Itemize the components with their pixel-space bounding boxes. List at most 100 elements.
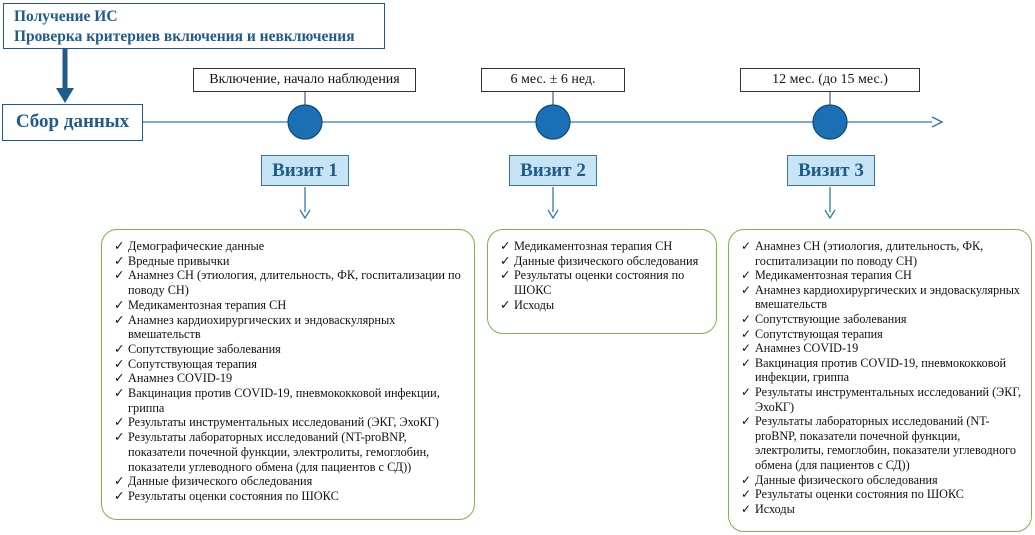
checklist-item-text: Демографические данные — [128, 239, 265, 253]
visit3-arrow — [824, 187, 836, 220]
checklist-item: ✓Демографические данные — [114, 239, 466, 254]
header-down-arrow — [56, 49, 74, 103]
visit3-list: ✓Анамнез СН (этиология, длительность, ФК… — [741, 239, 1023, 516]
checkmark-icon: ✓ — [741, 487, 752, 502]
period-label-1: Включение, начало наблюдения — [193, 68, 416, 92]
checklist-item-text: Анамнез кардиохирургических и эндоваскул… — [128, 312, 396, 342]
visit-label-1: Визит 1 — [261, 155, 349, 186]
checklist-item-text: Вакцинация против COVID-19, пневмококков… — [128, 386, 440, 415]
checklist-item-text: Результаты оценки состояния по ШОКС — [128, 488, 339, 503]
timeline-arrowhead — [931, 116, 944, 128]
checklist-item-text: Анамнез кардиохирургических и эндоваскул… — [755, 282, 1020, 312]
checklist-item-text: Медикаментозная терапия СН — [514, 239, 673, 253]
period-label-3: 12 мес. (до 15 мес.) — [740, 68, 920, 92]
checklist-item: ✓Данные физического обследования — [500, 254, 708, 269]
checklist-item-text: Сопутствующая терапия — [128, 356, 257, 371]
checklist-item: ✓Данные физического обследования — [114, 474, 466, 489]
checkmark-icon: ✓ — [114, 239, 125, 253]
checklist-item: ✓Сопутствующие заболевания — [114, 342, 466, 357]
checkmark-icon: ✓ — [741, 501, 752, 516]
checklist-item-text: Анамнез COVID-19 — [128, 371, 233, 386]
checklist-item-text: Анамнез COVID-19 — [755, 341, 859, 356]
checklist-item-text: Анамнез СН (этиология, длительность, ФК,… — [128, 268, 461, 298]
data-collection-box: Сбор данных — [2, 104, 143, 141]
checklist-item-text: Результаты оценки состояния по ШОКС — [514, 268, 685, 298]
checkmark-icon: ✓ — [114, 386, 125, 401]
checklist-item-text: Сопутствующие заболевания — [755, 311, 907, 326]
visit2-list: ✓Медикаментозная терапия СН✓Данные физич… — [500, 239, 708, 313]
checkmark-icon: ✓ — [741, 239, 752, 253]
checkmark-icon: ✓ — [114, 356, 125, 371]
checkmark-icon: ✓ — [114, 253, 125, 268]
checkmark-icon: ✓ — [114, 430, 125, 445]
checklist-item-text: Исходы — [514, 297, 555, 312]
checklist-item: ✓Результаты оценки состояния по ШОКС — [500, 268, 708, 297]
checklist-item: ✓Результаты оценки состояния по ШОКС — [114, 489, 466, 504]
checklist-item: ✓Сопутствующие заболевания — [741, 312, 1023, 327]
visit1-card: ✓Демографические данные✓Вредные привычки… — [101, 229, 475, 520]
checklist-item-text: Данные физического обследования — [755, 472, 938, 487]
visit1-list: ✓Демографические данные✓Вредные привычки… — [114, 239, 466, 504]
checklist-item-text: Сопутствующая терапия — [755, 326, 883, 341]
visit2-card: ✓Медикаментозная терапия СН✓Данные физич… — [487, 229, 717, 334]
checklist-item: ✓Анамнез кардиохирургических и эндоваску… — [114, 313, 466, 342]
checklist-item-text: Сопутствующие заболевания — [128, 341, 281, 356]
visit-label-2: Визит 2 — [509, 155, 597, 186]
checkmark-icon: ✓ — [114, 488, 125, 503]
checklist-item: ✓Данные физического обследования — [741, 473, 1023, 488]
checklist-item: ✓Анамнез СН (этиология, длительность, ФК… — [741, 239, 1023, 268]
header-box: Получение ИС Проверка критериев включени… — [3, 3, 385, 49]
checkmark-icon: ✓ — [500, 268, 511, 283]
checklist-item: ✓Исходы — [500, 298, 708, 313]
checklist-item: ✓Результаты оценки состояния по ШОКС — [741, 487, 1023, 502]
checklist-item: ✓Результаты инструментальных исследовани… — [114, 415, 466, 430]
checklist-item-text: Данные физического обследования — [128, 474, 313, 489]
checklist-item-text: Исходы — [755, 501, 795, 516]
checkmark-icon: ✓ — [741, 414, 752, 429]
checklist-item-text: Анамнез СН (этиология, длительность, ФК,… — [755, 239, 984, 268]
visit1-arrow — [299, 187, 311, 220]
visit-label-3: Визит 3 — [787, 155, 875, 186]
checklist-item: ✓Медикаментозная терапия СН — [741, 268, 1023, 283]
checkmark-icon: ✓ — [114, 371, 125, 386]
checkmark-icon: ✓ — [741, 282, 752, 297]
checkmark-icon: ✓ — [741, 472, 752, 487]
checkmark-icon: ✓ — [114, 415, 125, 430]
checklist-item: ✓Результаты лабораторных исследований (N… — [741, 414, 1023, 472]
checklist-item: ✓Сопутствующая терапия — [741, 327, 1023, 342]
checkmark-icon: ✓ — [500, 297, 511, 312]
checkmark-icon: ✓ — [114, 297, 125, 312]
checklist-item: ✓Исходы — [741, 502, 1023, 517]
checklist-item: ✓Медикаментозная терапия СН — [114, 298, 466, 313]
checkmark-icon: ✓ — [741, 384, 752, 399]
checklist-item-text: Результаты лабораторных исследований (NT… — [128, 430, 430, 474]
checklist-item-text: Результаты лабораторных исследований (NT… — [755, 414, 1016, 472]
header-line-2: Проверка критериев включения и невключен… — [14, 28, 355, 45]
visit3-card: ✓Анамнез СН (этиология, длительность, ФК… — [728, 229, 1032, 532]
checkmark-icon: ✓ — [114, 312, 125, 327]
checkmark-icon: ✓ — [741, 341, 752, 356]
checklist-item: ✓Результаты лабораторных исследований (N… — [114, 430, 466, 474]
checkmark-icon: ✓ — [114, 268, 125, 283]
checklist-item-text: Результаты инструментальных исследований… — [755, 384, 1022, 414]
checklist-item: ✓Анамнез COVID-19 — [741, 341, 1023, 356]
checklist-item: ✓Результаты инструментальных исследовани… — [741, 385, 1023, 414]
header-line-1: Получение ИС — [14, 8, 118, 25]
period-label-2: 6 мес. ± 6 нед. — [481, 68, 625, 92]
checklist-item-text: Результаты инструментальных исследований… — [128, 415, 439, 430]
checklist-item-text: Результаты оценки состояния по ШОКС — [755, 487, 964, 502]
checkmark-icon: ✓ — [741, 355, 752, 370]
checklist-item: ✓Вакцинация против COVID-19, пневмококко… — [741, 356, 1023, 385]
checkmark-icon: ✓ — [741, 268, 752, 283]
checklist-item-text: Вакцинация против COVID-19, пневмококков… — [755, 355, 1007, 385]
checklist-item-text: Вредные привычки — [128, 253, 230, 268]
checkmark-icon: ✓ — [500, 239, 511, 253]
checkmark-icon: ✓ — [741, 311, 752, 326]
checkmark-icon: ✓ — [114, 474, 125, 489]
checklist-item-text: Медикаментозная терапия СН — [755, 268, 912, 283]
checklist-item: ✓Вредные привычки — [114, 254, 466, 269]
checkmark-icon: ✓ — [741, 326, 752, 341]
checklist-item: ✓Анамнез COVID-19 — [114, 371, 466, 386]
timeline-node-2 — [535, 104, 571, 140]
